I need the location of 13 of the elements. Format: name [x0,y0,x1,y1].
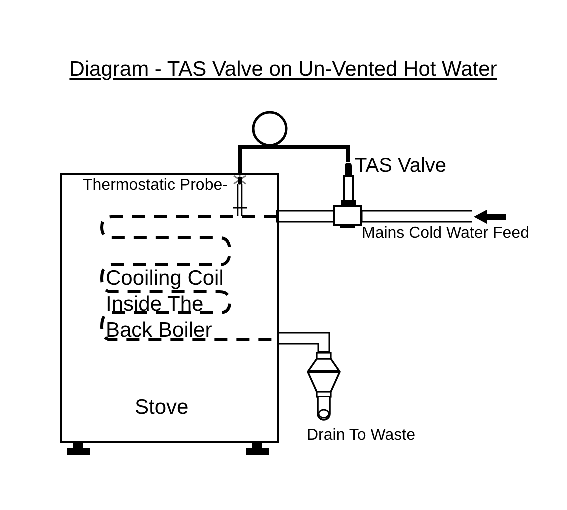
capillary-line [270,145,350,162]
water-pipe [276,210,334,223]
drain-label: Drain To Waste [307,427,416,446]
probe-label: Thermostatic Probe- [83,177,228,196]
valve-label: TAS Valve [355,155,447,178]
diagram-title: Diagram - TAS Valve on Un-Vented Hot Water [70,58,498,82]
stove-body [60,173,279,443]
water-pipe [276,332,330,353]
coil-label: Cooiling Coil Inside The Back Boiler [106,266,225,344]
pipe-label: Mains Cold Water Feed [362,225,530,244]
capillary-line [238,145,270,175]
water-pipe [361,210,473,223]
stove-label: Stove [135,396,189,420]
